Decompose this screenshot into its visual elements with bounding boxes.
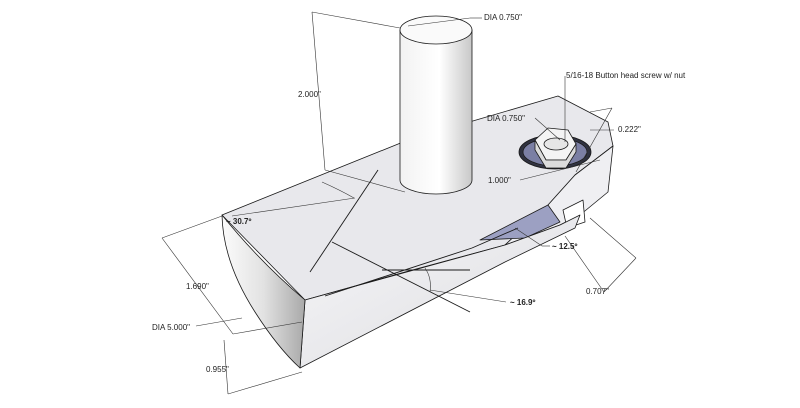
dimension-labels: DIA 0.750" 2.000" 5/16-18 Button head sc… [152, 13, 686, 374]
screw-assembly [518, 127, 592, 170]
dimension-lines [161, 11, 637, 395]
cylinder-body [399, 29, 473, 195]
label-dia-base: DIA 5.000" [152, 323, 190, 332]
label-angle-307: ~ 30.7º [226, 217, 251, 226]
label-depth-955: 0.955" [206, 365, 229, 374]
label-screw: 5/16-18 Button head screw w/ nut [566, 71, 686, 80]
cut-lines [309, 169, 519, 313]
cylinder-top [399, 15, 473, 45]
block-curved-face [221, 214, 306, 369]
cut-wedge-shade [479, 204, 561, 241]
label-dia-pin: DIA 0.750" [484, 13, 522, 22]
label-pin-height: 2.000" [298, 90, 321, 99]
screw-head [543, 137, 569, 151]
label-offset-222: 0.222" [618, 125, 641, 134]
label-width-707: 0.707" [586, 287, 609, 296]
label-height-1690: 1.690" [186, 282, 209, 291]
hex-nut-side [534, 139, 577, 169]
cylinder-pin [399, 15, 473, 195]
label-dia-hole: DIA 0.750" [487, 114, 525, 123]
label-angle-169: ~ 16.9º [510, 298, 535, 307]
label-offset-1000: 1.000" [488, 176, 511, 185]
label-angle-125: ~ 12.5º [552, 242, 577, 251]
